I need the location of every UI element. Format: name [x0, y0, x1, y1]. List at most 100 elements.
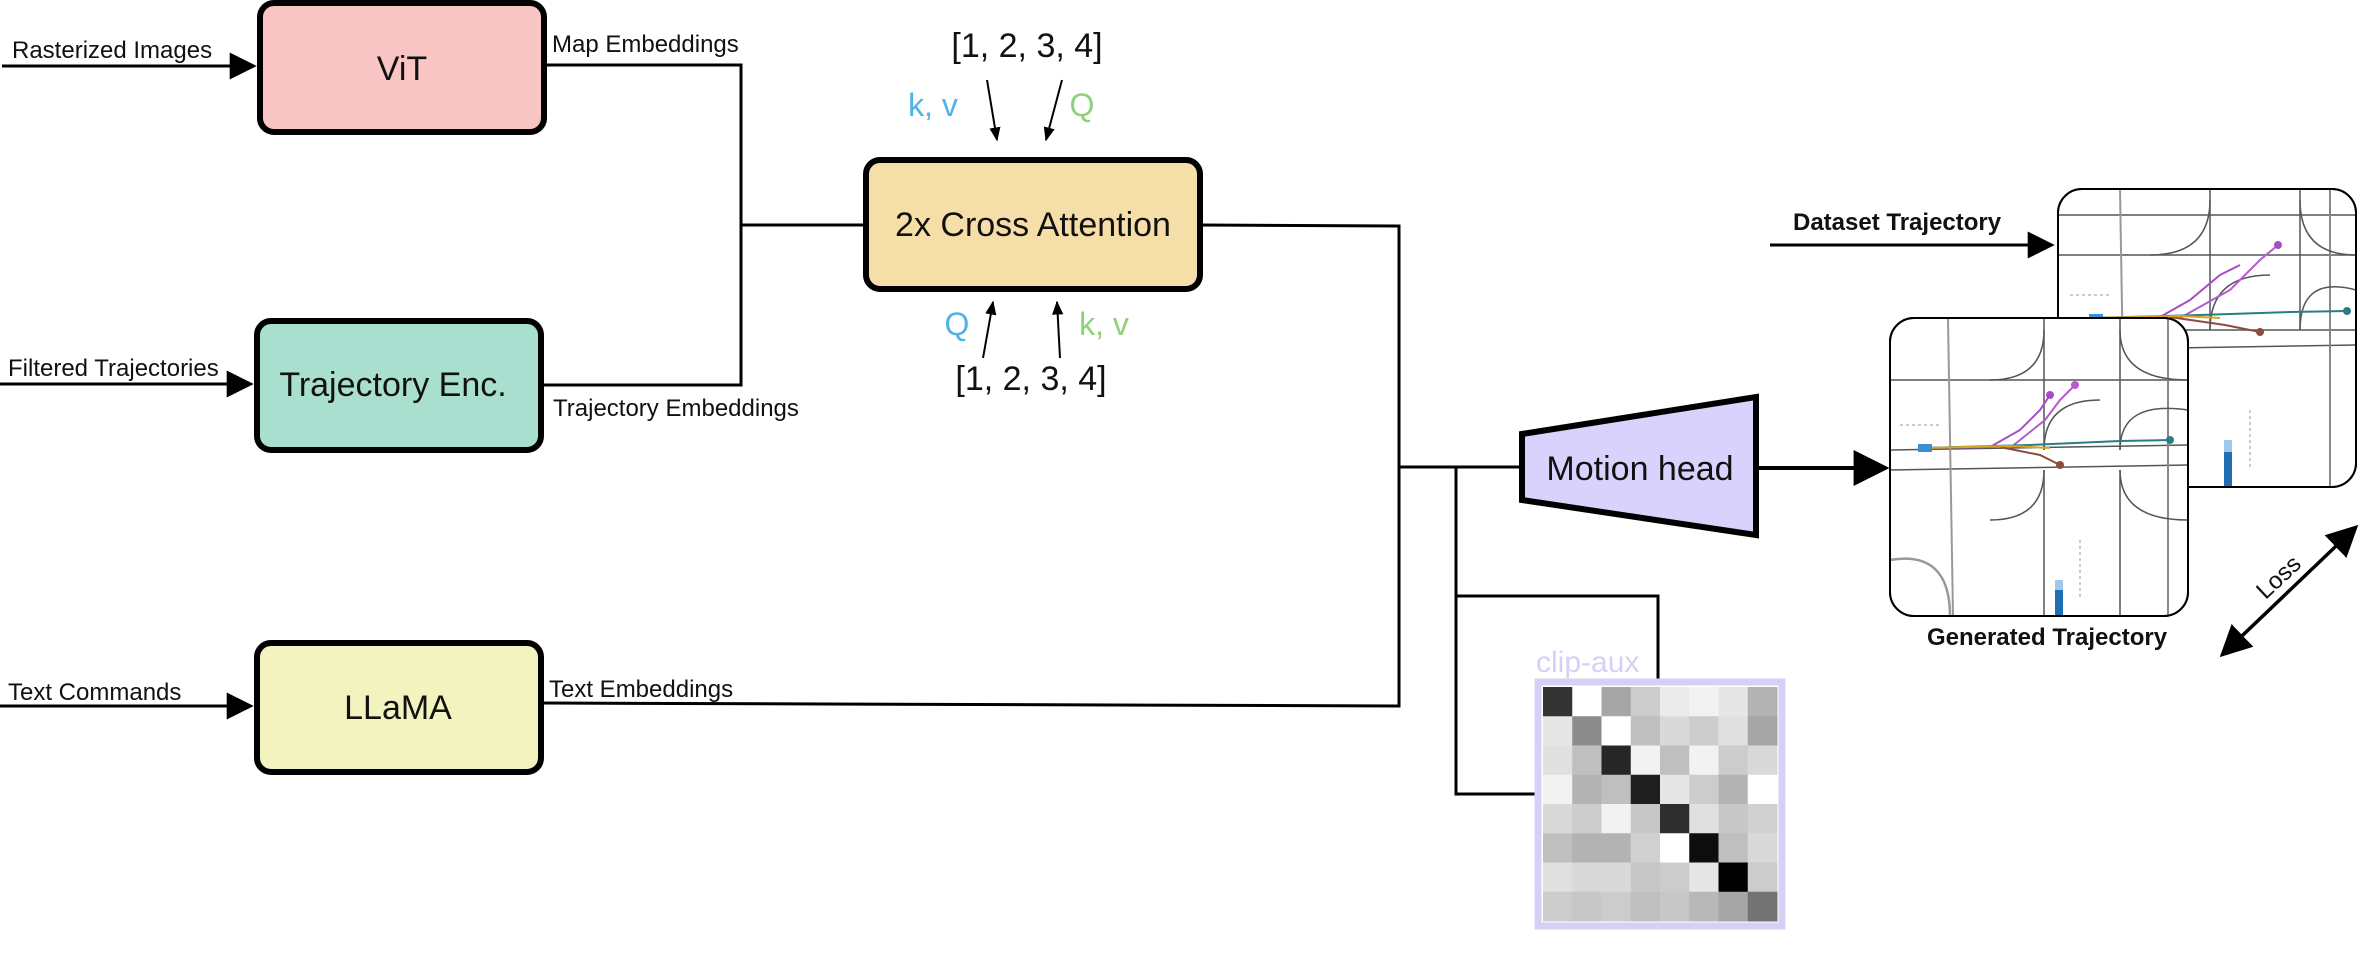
clip-aux-frame [1534, 678, 1786, 930]
clip-aux-cell [1543, 774, 1573, 805]
clip-aux-cell [1572, 833, 1602, 863]
map-embeddings-line [541, 63, 743, 387]
clip-aux-cell [1689, 745, 1719, 776]
top-q-arrow [1043, 79, 1063, 142]
clip-aux-cell [1601, 833, 1632, 863]
svg-text:Motion head: Motion head [1546, 450, 1733, 488]
clip-aux-cell [1689, 862, 1719, 893]
clip-aux-cell [1689, 833, 1719, 863]
bottom-kv-label: k, v [1079, 306, 1129, 342]
loss-arrow [2219, 524, 2359, 658]
clip-aux-cell [1747, 745, 1778, 776]
clip-aux-cell [1601, 804, 1632, 834]
clip-aux-cell [1601, 716, 1632, 746]
generated-trajectory-label: Generated Trajectory [1927, 624, 2168, 651]
clip-aux-cell [1689, 804, 1719, 834]
clip-aux-cell [1572, 687, 1602, 717]
clip-aux-cell [1660, 804, 1690, 834]
clip-aux-cell [1689, 774, 1719, 805]
clip-aux-cell [1718, 833, 1749, 863]
clip-aux-cell [1543, 862, 1573, 893]
clip-aux-cell [1747, 687, 1778, 717]
clip-aux-cell [1689, 716, 1719, 746]
clip-aux-cell [1601, 774, 1632, 805]
clip-aux-cell [1630, 833, 1661, 863]
clip-aux-cell [1543, 804, 1573, 834]
svg-text:Trajectory Enc.: Trajectory Enc. [279, 366, 506, 404]
clip-aux-cell [1689, 891, 1719, 922]
dataset-trajectory-label: Dataset Trajectory [1793, 209, 2002, 236]
clip-aux-cell [1747, 804, 1778, 834]
attention-output-line [1199, 223, 1521, 469]
clip-aux-cell [1543, 687, 1573, 717]
clip-aux-cell [1572, 862, 1602, 893]
clip-aux-cell [1630, 745, 1661, 776]
svg-text:LLaMA: LLaMA [344, 689, 452, 727]
clip-aux-label: clip-aux [1536, 646, 1639, 679]
clip-aux-cell [1718, 891, 1749, 922]
bottom-q-arrow [982, 300, 997, 359]
rasterized-images-label: Rasterized Images [12, 37, 212, 64]
clip-aux-cell [1718, 716, 1749, 746]
clip-aux-cell [1630, 716, 1661, 746]
clip-aux-cell [1630, 687, 1661, 717]
clip-aux-cell [1543, 833, 1573, 863]
clip-aux-cell [1601, 745, 1632, 776]
clip-aux-cell [1572, 745, 1602, 776]
clip-aux-cell [1543, 891, 1573, 922]
bottom-q-label: Q [945, 306, 970, 342]
clip-aux-cell [1747, 774, 1778, 805]
llama-block: LLaMA [254, 640, 544, 775]
clip-aux-cell [1718, 745, 1749, 776]
clip-aux-cell [1747, 833, 1778, 863]
clip-aux-cell [1660, 862, 1690, 893]
clip-aux-cell [1572, 716, 1602, 746]
clip-aux-cell [1630, 804, 1661, 834]
clip-aux-cell [1572, 774, 1602, 805]
clip-aux-cell [1543, 716, 1573, 746]
clip-aux-cell [1689, 687, 1719, 717]
svg-text:2x Cross Attention: 2x Cross Attention [895, 206, 1171, 244]
top-kv-arrow [986, 79, 1001, 142]
clip-aux-top-branch [1456, 594, 1660, 680]
clip-aux-cell [1543, 745, 1573, 776]
text-embeddings-label: Text Embeddings [549, 676, 733, 703]
top-q-label: Q [1070, 87, 1095, 123]
motion-head-block: Motion head [1519, 393, 1759, 539]
clip-aux-cell [1660, 891, 1690, 922]
clip-aux-cell [1660, 745, 1690, 776]
bottom-sequence-label: [1, 2, 3, 4] [955, 360, 1106, 398]
clip-aux-branch-line [1454, 467, 1539, 796]
clip-aux-cell [1718, 862, 1749, 893]
clip-aux-cell [1630, 862, 1661, 893]
clip-aux-cell [1660, 716, 1690, 746]
trajectory-embeddings-label: Trajectory Embeddings [553, 395, 799, 422]
vit-block: ViT [257, 0, 547, 135]
clip-aux-cell [1572, 891, 1602, 922]
clip-aux-cell [1747, 716, 1778, 746]
svg-text:ViT: ViT [377, 50, 427, 88]
filtered-trajectories-label: Filtered Trajectories [8, 355, 219, 382]
clip-aux-cell [1718, 774, 1749, 805]
bottom-kv-arrow [1052, 300, 1064, 359]
clip-aux-cell [1718, 687, 1749, 717]
clip-aux-cell [1660, 687, 1690, 717]
clip-aux-cell [1601, 687, 1632, 717]
clip-aux-cell [1601, 891, 1632, 922]
clip-aux-cell [1660, 774, 1690, 805]
clip-aux-cell [1630, 891, 1661, 922]
trajectory-encoder-block: Trajectory Enc. [254, 318, 544, 453]
text-commands-label: Text Commands [8, 679, 181, 706]
cross-attention-block: 2x Cross Attention [863, 157, 1203, 292]
top-kv-label: k, v [908, 87, 958, 123]
clip-aux-cell [1572, 804, 1602, 834]
text-embeddings-line [540, 467, 1401, 708]
loss-label: Loss [2251, 550, 2306, 604]
generated-trajectory-panel [1889, 317, 2189, 617]
clip-aux-cell [1718, 804, 1749, 834]
clip-aux-cell [1747, 891, 1778, 922]
clip-aux-cell [1747, 862, 1778, 893]
clip-aux-cell [1630, 774, 1661, 805]
clip-aux-cell [1660, 833, 1690, 863]
